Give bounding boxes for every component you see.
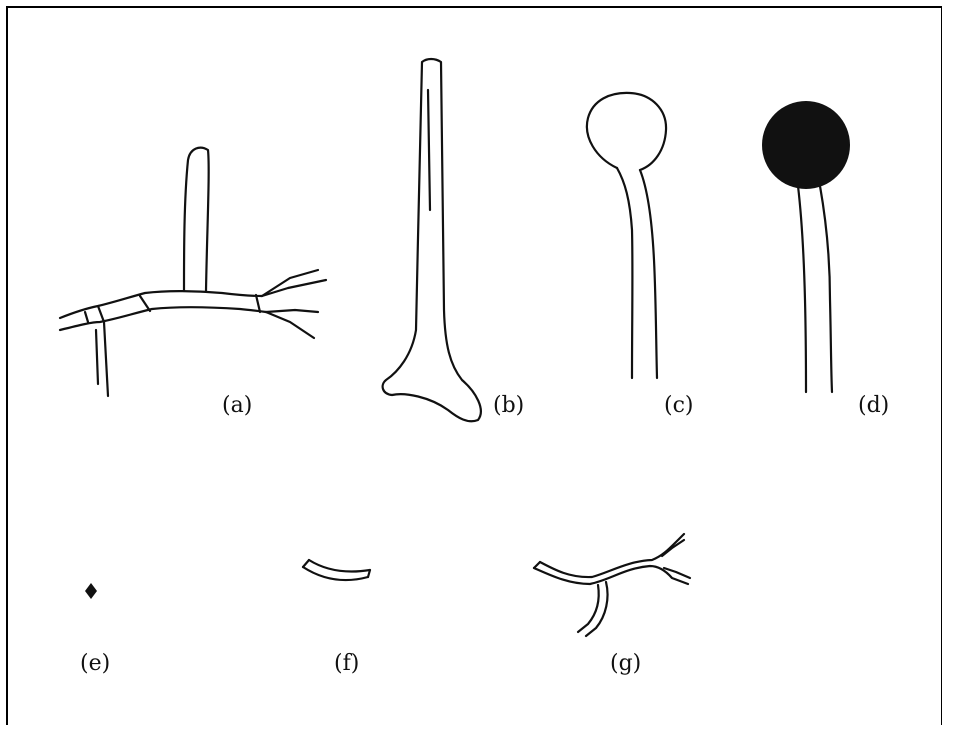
panel-e-spore: (e) [80,583,110,676]
label-g: (g) [610,651,641,676]
label-a: (a) [222,393,252,418]
conidial-head-mass [762,101,850,189]
panel-a-branching-hypha: (a) [60,148,326,418]
label-d: (d) [858,393,889,418]
label-b: (b) [493,393,524,418]
label-c: (c) [664,393,694,418]
panel-f-germ-tube: (f) [303,560,370,676]
spore-dot [85,583,97,599]
panel-g-young-mycelium: (g) [534,534,690,676]
panel-b-conidiophore-stalk: (b) [383,59,525,421]
panel-c-vesicle-stage: (c) [587,93,694,418]
label-e: (e) [80,651,110,676]
panel-d-conidial-head: (d) [762,101,889,418]
label-f: (f) [334,651,359,676]
